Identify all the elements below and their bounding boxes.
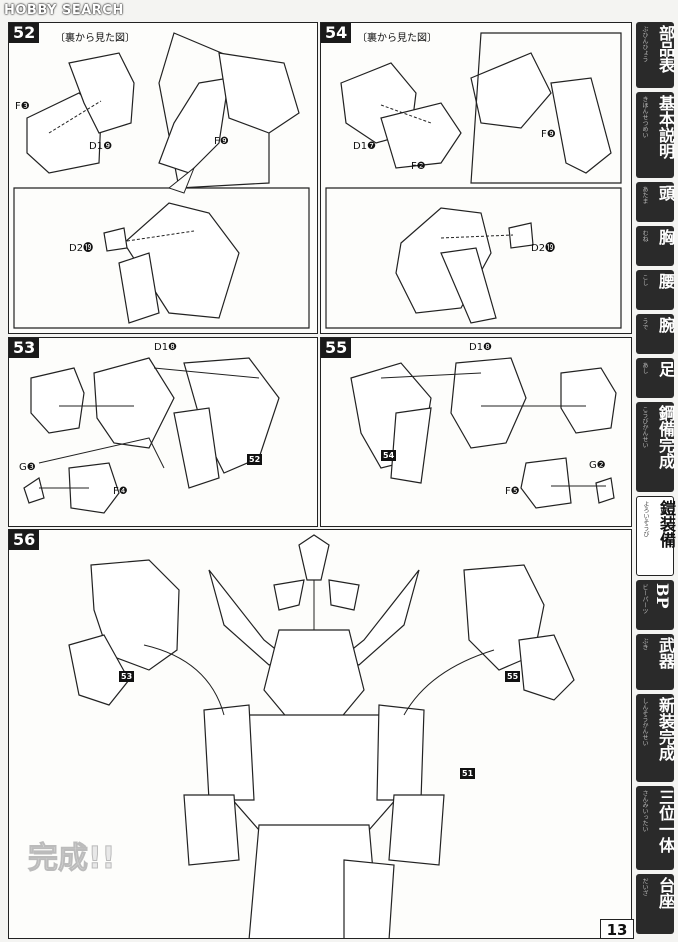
reference-badge: 51 — [460, 768, 476, 779]
reference-badge: 54 — [381, 450, 397, 461]
reference-badge: 53 — [119, 671, 135, 682]
tab-label: 部品表 — [656, 25, 675, 73]
tab-ruby: ぶき — [641, 638, 648, 650]
tab-steel-complete[interactable]: こうびかんせい 鋼備完成 — [636, 402, 675, 492]
tab-new-armor-complete[interactable]: しんそうかんせい 新装完成 — [636, 694, 675, 782]
step-55-illustration — [350, 357, 617, 509]
tab-ruby: しんそうかんせい — [641, 698, 648, 746]
step-54-illustration — [325, 32, 622, 329]
complete-watermark: 完成!! — [27, 841, 116, 877]
tab-ruby: ぶひんひょう — [641, 26, 648, 62]
part-label: F❹ — [113, 486, 128, 497]
tab-label: 鎧装備 — [657, 500, 676, 548]
step-56-panel: 56 — [8, 529, 632, 939]
caption: 〔裏から見た図〕 — [55, 33, 135, 44]
tab-ruby: うで — [641, 318, 648, 330]
page-number: 13 — [600, 919, 634, 939]
part-label: G❷ — [589, 460, 606, 471]
step-number: 54 — [321, 23, 352, 43]
tab-leg[interactable]: あし 足 — [636, 358, 675, 398]
tab-label: 三位一体 — [656, 789, 675, 853]
tab-label: BP — [653, 583, 672, 609]
tab-label: 頭 — [656, 185, 675, 201]
part-label: D2⓳ — [69, 243, 94, 254]
tab-label: 台座 — [656, 877, 675, 909]
part-label: F❾ — [541, 129, 556, 140]
step-number: 53 — [9, 338, 40, 358]
reference-badge: 52 — [247, 454, 263, 465]
tab-ruby: ビーパーツ — [641, 584, 648, 614]
part-label: F❺ — [505, 486, 520, 497]
step-54-panel: 54 〔裏から見た図〕 D1❼ F❷ F❾ D2⓳ — [320, 22, 632, 334]
part-label: F❷ — [411, 161, 426, 172]
tab-label: 腰 — [656, 273, 675, 289]
tab-ruby: こうびかんせい — [641, 406, 648, 448]
tab-waist[interactable]: こし 腰 — [636, 270, 675, 310]
step-number: 52 — [9, 23, 40, 43]
tab-label: 新装完成 — [656, 697, 675, 761]
tab-stand[interactable]: だいざ 台座 — [636, 874, 675, 934]
tab-trinity[interactable]: さんみいったい 三位一体 — [636, 786, 675, 870]
tab-label: 足 — [656, 361, 675, 377]
tab-arm[interactable]: うで 腕 — [636, 314, 675, 354]
step-52-panel: 52 〔裏から見た図〕 F❸ D1❾ F❾ D2⓳ — [8, 22, 318, 334]
tab-label: 鋼備完成 — [656, 405, 675, 469]
part-label: D2⓳ — [531, 243, 556, 254]
step-56-illustration — [68, 534, 575, 938]
tab-bp[interactable]: ビーパーツ BP — [636, 580, 674, 630]
part-label: F❾ — [214, 136, 229, 147]
tab-ruby: こし — [641, 274, 648, 286]
tab-parts-list[interactable]: ぶひんひょう 部品表 — [636, 22, 675, 88]
part-label: D1❼ — [353, 141, 377, 152]
tab-ruby: あし — [641, 362, 648, 374]
step-53-panel: 53 D1❽ G❸ F❹ 52 — [8, 337, 318, 527]
tab-label: 基本説明 — [656, 95, 675, 159]
step-53-illustration — [23, 357, 280, 514]
part-label: D1❽ — [154, 342, 178, 353]
tab-head[interactable]: あたま 頭 — [636, 182, 675, 222]
tab-ruby: きほんせつめい — [641, 96, 648, 138]
tab-armor-equip[interactable]: よろいそうび 鎧装備 — [636, 496, 676, 576]
caption: 〔裏から見た図〕 — [357, 33, 437, 44]
step-number: 56 — [9, 530, 40, 550]
tab-label: 胸 — [656, 229, 675, 245]
tab-ruby: さんみいったい — [641, 790, 648, 832]
step-number: 55 — [321, 338, 352, 358]
reference-badge: 55 — [505, 671, 521, 682]
tab-ruby: あたま — [641, 186, 648, 204]
tab-label: 武器 — [656, 637, 675, 669]
tab-weapons[interactable]: ぶき 武器 — [636, 634, 675, 690]
tab-label: 腕 — [656, 317, 675, 333]
part-label: G❸ — [19, 462, 36, 473]
part-label: F❸ — [15, 101, 30, 112]
tab-basic-instructions[interactable]: きほんせつめい 基本説明 — [636, 92, 675, 178]
tab-chest[interactable]: むね 胸 — [636, 226, 675, 266]
step-55-panel: 55 D1❽ G❷ F❺ 54 — [320, 337, 632, 527]
watermark: HOBBY SEARCH — [4, 3, 124, 18]
tab-ruby: むね — [641, 230, 648, 242]
tab-ruby: よろいそうび — [642, 501, 649, 537]
part-label: D1❾ — [89, 141, 113, 152]
part-label: D1❽ — [469, 342, 493, 353]
step-52-illustration — [13, 32, 310, 329]
tab-ruby: だいざ — [641, 878, 648, 896]
